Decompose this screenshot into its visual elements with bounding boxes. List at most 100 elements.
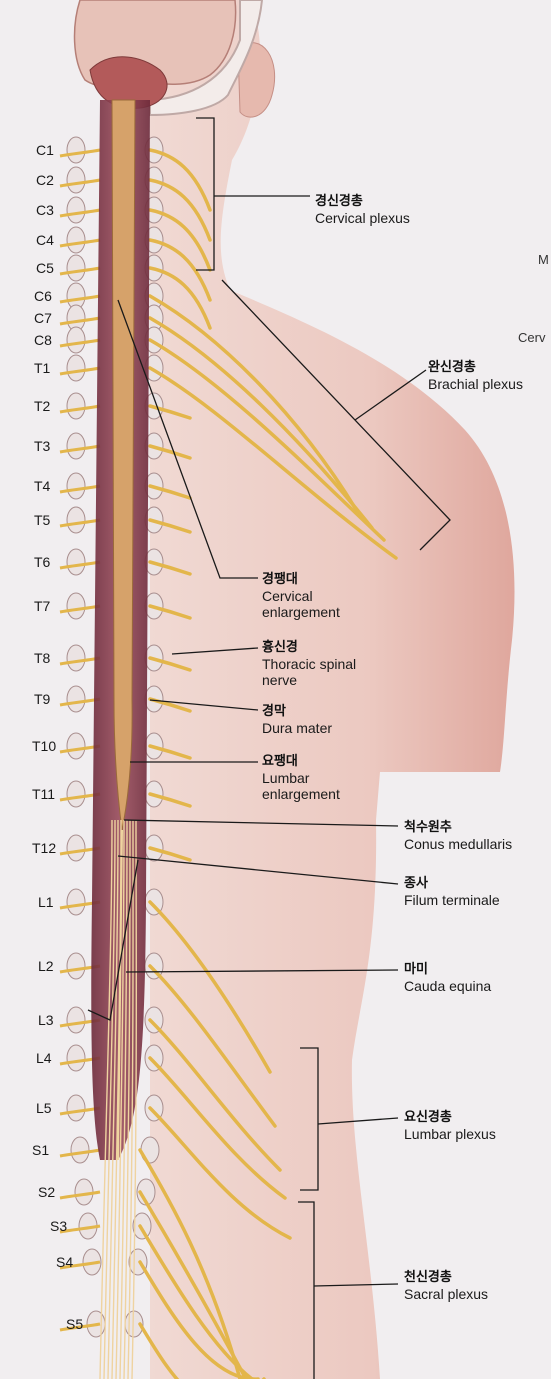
nerve-right-28 (138, 1260, 260, 1379)
nerve-right-5 (148, 294, 362, 518)
nerve-left-28 (59, 1260, 101, 1270)
vertebra-label-t4: T4 (34, 478, 51, 494)
cauda-strand-3 (111, 819, 122, 1379)
nerve-right-27 (138, 1224, 254, 1379)
nerve-left-2 (59, 208, 101, 218)
sacral-plexus-bracket (298, 1201, 315, 1379)
vertebra-left-19 (66, 834, 86, 862)
nerve-left-26 (59, 1190, 101, 1200)
nerve-left-25 (59, 1148, 101, 1158)
vertebra-label-t3: T3 (34, 438, 51, 454)
vertebra-label-c5: C5 (36, 260, 54, 276)
cauda-strand-4 (115, 819, 125, 1379)
nerve-left-3 (59, 238, 101, 248)
vertebra-left-18 (66, 780, 86, 808)
brachial-plexus-leader (354, 369, 427, 421)
brachial-plexus-bracket (221, 279, 451, 551)
nerve-right-13 (148, 560, 192, 576)
cervical-enlargement-ko: 경팽대 (262, 572, 298, 587)
vertebra-label-l3: L3 (38, 1012, 54, 1028)
vertebra-label-t5: T5 (34, 512, 51, 528)
filum-terminale-leader (117, 855, 399, 885)
edge-fragment-m: M (538, 252, 549, 267)
vertebra-left-23 (66, 1044, 86, 1072)
vertebra-label-s2: S2 (38, 1184, 56, 1200)
vertebra-left-16 (66, 685, 86, 713)
cauda-strand-2 (107, 819, 119, 1379)
vertebra-label-c7: C7 (34, 310, 52, 326)
nerve-left-4 (59, 266, 101, 276)
nerve-left-0 (59, 148, 101, 158)
vertebra-label-t9: T9 (34, 691, 51, 707)
cervical-plexus-ko: 경신경총 (315, 194, 363, 209)
cauda-equina-leader (125, 969, 399, 973)
vertebra-label-t2: T2 (34, 398, 51, 414)
vertebra-label-t7: T7 (34, 598, 51, 614)
nerve-right-6 (148, 316, 374, 530)
lumbar-plexus-ko: 요신경총 (404, 1110, 452, 1125)
vertebra-left-10 (66, 432, 86, 460)
nerve-right-7 (148, 338, 386, 542)
vertebra-label-t8: T8 (34, 650, 51, 666)
thoracic-spinal-nerve-ko: 흉신경 (262, 640, 298, 655)
cauda-strand-1 (103, 819, 116, 1379)
dura-mater-en: Dura mater (262, 720, 333, 736)
filum-terminale-label: 종사 Filum terminale (404, 876, 500, 908)
nerve-right-10 (148, 444, 192, 460)
vertebra-left-12 (66, 506, 86, 534)
sacral-plexus-en: Sacral plexus (404, 1286, 489, 1302)
edge-fragment-cerv: Cerv (518, 330, 546, 345)
conus-medullaris-label: 척수원추 Conus medullaris (404, 820, 512, 852)
thoracic-nerve-leader (171, 647, 259, 655)
nerve-left-5 (59, 294, 101, 304)
sacral-plexus-ko: 천신경총 (404, 1270, 452, 1285)
vertebra-left-9 (66, 392, 86, 420)
vertebra-left-25 (70, 1136, 90, 1164)
nerve-right-26 (138, 1190, 248, 1379)
body-silhouette (150, 0, 515, 1379)
vertebra-label-s1: S1 (32, 1142, 50, 1158)
vertebra-label-t1: T1 (34, 360, 51, 376)
nerve-right-29 (138, 1322, 266, 1379)
lumbar-plexus-bracket (300, 1047, 319, 1191)
vertebra-left-17 (66, 732, 86, 760)
skull-section (149, 0, 264, 117)
vertebra-left-3 (66, 226, 86, 254)
vertebra-label-l5: L5 (36, 1100, 52, 1116)
conus-medullaris-leader (123, 819, 399, 827)
nerve-right-8 (148, 366, 398, 560)
nerve-right-25 (138, 1148, 242, 1379)
brachial-plexus-en: Brachial plexus (428, 376, 523, 392)
cauda-equina-marker (87, 859, 139, 1021)
nerve-right-23 (148, 1056, 287, 1200)
nerve-right-11 (148, 484, 192, 500)
nerve-left-6 (59, 316, 101, 326)
vertebra-left-24 (66, 1094, 86, 1122)
nerve-left-1 (59, 178, 101, 188)
thoracic-spinal-nerve-label: 흉신경 Thoracic spinal nerve (262, 640, 387, 688)
vertebra-left-2 (66, 196, 86, 224)
nerve-right-4 (148, 266, 212, 330)
filum-terminale-ko: 종사 (404, 876, 428, 891)
vertebra-label-t6: T6 (34, 554, 51, 570)
cauda-strand-6 (123, 819, 131, 1379)
vertebra-left-21 (66, 952, 86, 980)
dura-mater-leader (149, 699, 259, 711)
nerve-left-8 (59, 366, 101, 376)
cauda-strand-0 (99, 819, 113, 1379)
vertebra-left-4 (66, 254, 86, 282)
vertebra-label-c6: C6 (34, 288, 52, 304)
vertebra-label-c2: C2 (36, 172, 54, 188)
vertebra-left-26 (74, 1178, 94, 1206)
sacral-plexus-leader (313, 1283, 399, 1287)
vertebra-left-7 (66, 326, 86, 354)
vertebra-label-t11: T11 (32, 786, 56, 802)
vertebra-label-s5: S5 (66, 1316, 84, 1332)
nerve-right-9 (148, 404, 192, 420)
vertebra-left-8 (66, 354, 86, 382)
vertebra-left-20 (66, 888, 86, 916)
nerve-left-7 (59, 338, 101, 348)
nerve-left-27 (59, 1224, 101, 1234)
vertebra-left-11 (66, 472, 86, 500)
